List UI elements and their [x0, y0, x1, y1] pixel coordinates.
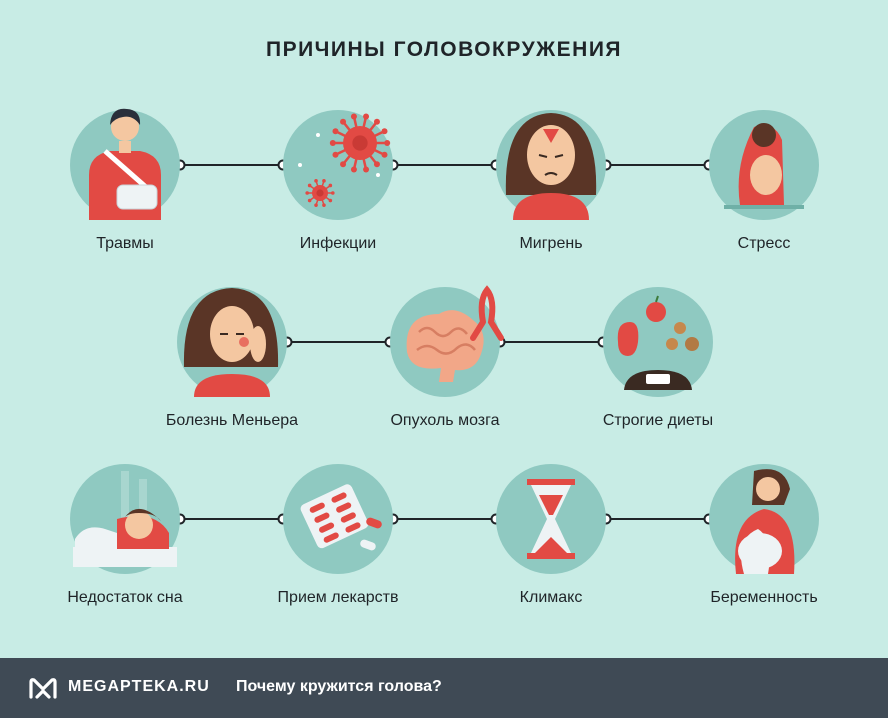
- node-infection: [283, 110, 393, 220]
- node-circle: [603, 287, 713, 397]
- footer-tagline: Почему кружится голова?: [236, 678, 442, 695]
- causes-diagram: [70, 108, 819, 574]
- hourglass-icon: [527, 479, 575, 559]
- node-menopause: [496, 464, 606, 574]
- capsule-icon: [360, 517, 382, 551]
- page-title: ПРИЧИНЫ ГОЛОВОКРУЖЕНИЯ: [265, 38, 623, 61]
- pills-icon: [300, 484, 369, 549]
- stress-icon: [724, 123, 804, 209]
- label-diet: Строгие диеты: [602, 412, 714, 429]
- label-sleep: Недостаток сна: [67, 589, 183, 606]
- diet-icon: [617, 295, 699, 390]
- node-pregnancy: [709, 464, 819, 574]
- node-tumor: [390, 285, 504, 397]
- label-tumor: Опухоль мозга: [390, 412, 500, 429]
- virus-icon-small: [305, 179, 335, 207]
- brand-name[interactable]: MEGAPTEKA.RU: [68, 678, 210, 695]
- node-medication: [283, 464, 393, 574]
- trauma-icon: [89, 108, 161, 220]
- virus-icon: [329, 113, 391, 173]
- node-sleep: [70, 464, 180, 574]
- brain-icon: [406, 285, 504, 382]
- sleep-icon: [73, 471, 177, 567]
- node-diet: [603, 287, 713, 397]
- label-infection: Инфекции: [299, 235, 377, 252]
- label-migraine: Мигрень: [519, 235, 583, 252]
- label-stress: Стресс: [737, 235, 791, 252]
- megapteka-logo-icon: [29, 678, 57, 699]
- label-medication: Прием лекарств: [277, 589, 399, 606]
- label-trauma: Травмы: [96, 235, 154, 252]
- label-pregnancy: Беременность: [710, 589, 818, 606]
- footer-bar: MEGAPTEKA.RU Почему кружится голова?: [0, 658, 888, 718]
- label-menopause: Климакс: [519, 589, 583, 606]
- migraine-icon: [505, 113, 597, 220]
- meniere-icon: [183, 288, 279, 397]
- node-meniere: [177, 287, 287, 397]
- node-stress: [709, 110, 819, 220]
- node-trauma: [70, 108, 180, 220]
- pregnancy-icon: [735, 469, 795, 574]
- node-migraine: [496, 110, 606, 220]
- label-meniere: Болезнь Меньера: [165, 412, 299, 429]
